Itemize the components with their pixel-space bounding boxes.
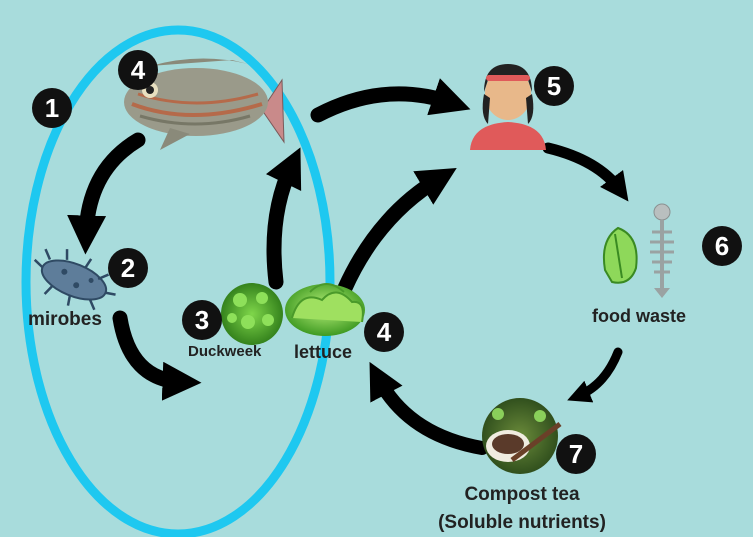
arrow-compost-to-lettuce xyxy=(378,378,482,448)
badge-person: 5 xyxy=(534,66,574,106)
svg-text:4: 4 xyxy=(131,55,146,85)
badge-fish: 4 xyxy=(118,50,158,90)
badge-lettuce: 4 xyxy=(364,312,404,352)
arrow-microbes-to-plants xyxy=(120,318,182,382)
arrow-foodwaste-to-compost xyxy=(578,352,618,396)
badge-compost-tea: 7 xyxy=(556,434,596,474)
label-lettuce: lettuce xyxy=(294,342,352,362)
compost-tea-icon xyxy=(482,398,560,474)
svg-text:1: 1 xyxy=(45,93,59,123)
lettuce-icon xyxy=(285,284,365,336)
duckweed-icon xyxy=(221,283,283,345)
person-icon xyxy=(470,64,546,150)
svg-text:4: 4 xyxy=(377,317,392,347)
label-food-waste: food waste xyxy=(592,306,686,326)
badge-food-waste: 6 xyxy=(702,226,742,266)
arrow-fish-to-microbes xyxy=(86,140,138,235)
arrow-fish-to-person xyxy=(318,94,452,115)
label-duckweed: Duckweek xyxy=(188,343,262,360)
food-waste-icon xyxy=(604,204,674,298)
arrow-person-to-foodwaste xyxy=(548,148,620,190)
badge-duckweed: 3 xyxy=(182,300,222,340)
svg-text:3: 3 xyxy=(195,305,209,335)
label-microbes: mirobes xyxy=(28,309,102,330)
label-compost-tea-line1: Compost tea xyxy=(464,484,580,505)
label-compost-tea-line2: (Soluble nutrients) xyxy=(438,512,606,533)
arrow-plants-to-fish xyxy=(274,165,292,282)
svg-text:7: 7 xyxy=(569,439,583,469)
arrow-lettuce-to-person xyxy=(345,178,440,288)
badge-microbes: 2 xyxy=(108,248,148,288)
badge-cycle: 1 xyxy=(32,88,72,128)
svg-text:2: 2 xyxy=(121,253,135,283)
svg-text:6: 6 xyxy=(715,231,729,261)
svg-text:5: 5 xyxy=(547,71,561,101)
